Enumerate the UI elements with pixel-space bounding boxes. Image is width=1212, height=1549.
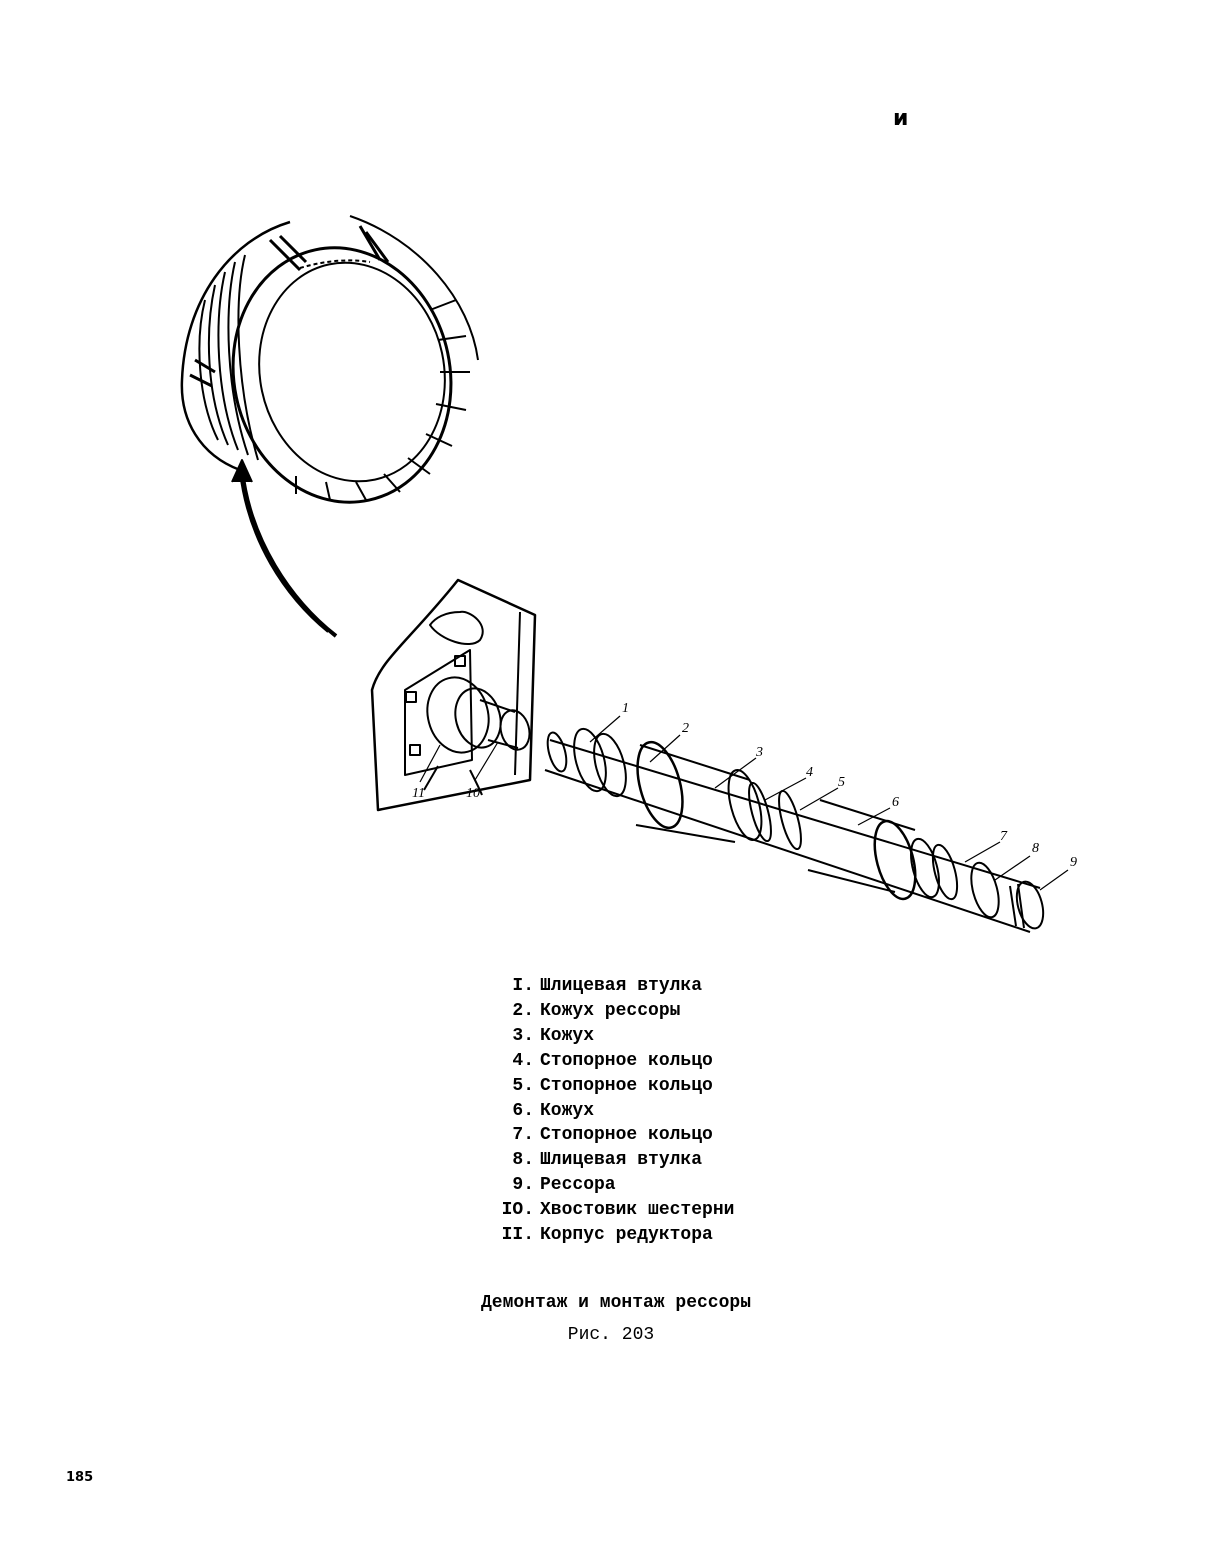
legend-number: 4. (512, 1050, 534, 1071)
page-number: 185 (66, 1470, 94, 1485)
legend-item: 3. Кожух (490, 1024, 734, 1049)
figure-drawing: 1 2 3 4 5 6 7 8 9 10 11 (180, 215, 1077, 933)
legend-number: I. (512, 976, 534, 996)
legend-item: IO. Хвостовик шестерни (490, 1198, 735, 1223)
legend-number: 7. (512, 1125, 534, 1146)
callout-leaders (419, 715, 1069, 891)
legend-number: II. (501, 1225, 534, 1246)
legend-number: 8. (512, 1150, 534, 1171)
legend-item: 5. Стопорное кольцо (490, 1074, 734, 1099)
legend-text: Кожух (540, 1100, 595, 1121)
callout-1: 1 (622, 701, 629, 716)
gearbox-housing (370, 578, 537, 812)
legend-text: Рессора (540, 1175, 616, 1196)
spring-shaft-assembly (544, 727, 1045, 933)
engine-ring (180, 215, 479, 504)
legend-number: 6. (512, 1100, 534, 1121)
legend-item: 7. Стопорное кольцо (490, 1123, 734, 1148)
legend-text: Стопорное кольцо (540, 1050, 713, 1071)
legend-item: 9. Рессора (490, 1173, 734, 1198)
legend-text: Шлицевая втулка (540, 976, 703, 996)
legend-item: 8. Шлицевая втулка (490, 1148, 734, 1173)
legend-item: 4. Стопорное кольцо (490, 1049, 734, 1074)
callout-4: 4 (806, 765, 813, 780)
legend-text: Кожух рессоры (540, 1000, 681, 1021)
legend-text: Стопорное кольцо (540, 1075, 713, 1096)
legend-text: Хвостовик шестерни (540, 1200, 735, 1221)
legend-number: 9. (512, 1175, 534, 1196)
legend-number: IO. (501, 1200, 534, 1221)
technical-illustration: 1 2 3 4 5 6 7 8 9 10 11 (180, 215, 1077, 933)
header-mark: и (893, 106, 909, 131)
callout-6: 6 (892, 795, 899, 810)
callout-8: 8 (1032, 841, 1039, 856)
legend-item: 2. Кожух рессоры (490, 999, 734, 1024)
removal-arrow (231, 459, 338, 638)
callout-11: 11 (412, 786, 425, 801)
callout-7: 7 (1000, 829, 1008, 844)
figure-label: Рис. 203 (567, 1325, 655, 1345)
legend-text: Корпус редуктора (540, 1225, 713, 1246)
legend-item: II. Корпус редуктора (490, 1223, 734, 1248)
callout-9: 9 (1070, 855, 1077, 870)
legend-number: 3. (512, 1025, 534, 1046)
legend-item: 6. Кожух (490, 1099, 734, 1124)
legend-number: 5. (512, 1075, 534, 1096)
figure-caption-title: Демонтаж и монтаж рессоры (480, 1293, 752, 1313)
legend-item: I. Шлицевая втулка (490, 974, 734, 999)
legend-text: Кожух (540, 1025, 595, 1046)
callout-10: 10 (466, 786, 480, 801)
callout-5: 5 (838, 775, 845, 790)
callout-2: 2 (682, 721, 689, 736)
callout-3: 3 (755, 745, 763, 760)
legend-text: Шлицевая втулка (540, 1150, 703, 1171)
legend-text: Стопорное кольцо (540, 1125, 713, 1146)
parts-legend: I. Шлицевая втулка 2. Кожух рессоры 3. Кожу… (490, 974, 735, 1248)
legend-number: 2. (512, 1000, 534, 1021)
